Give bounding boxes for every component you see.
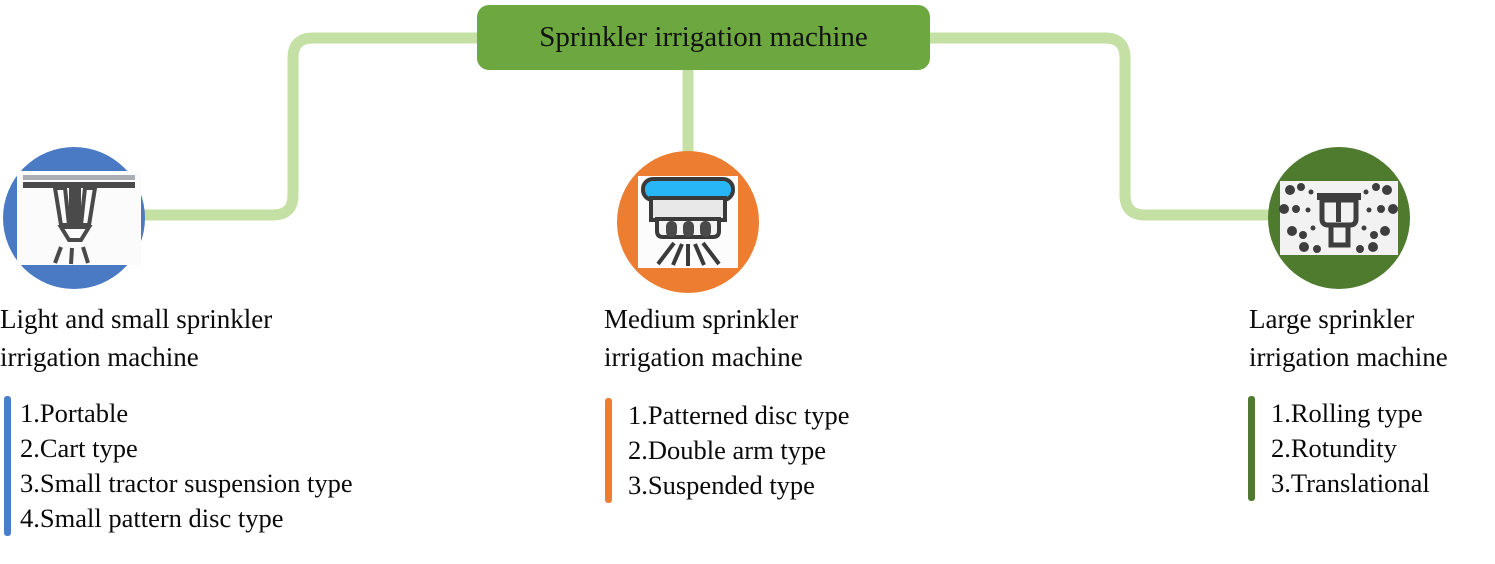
- branch-light-and-small: Light and small sprinkler irrigation mac…: [0, 0, 470, 564]
- list-item[interactable]: 3.Translational: [1271, 467, 1430, 498]
- list-item[interactable]: 2.Cart type: [20, 432, 138, 463]
- icon-circle-light-and-small[interactable]: [3, 147, 145, 289]
- list-items-light-and-small: 1.Portable 2.Cart type 3.Small tractor s…: [11, 396, 353, 536]
- list-accent-bar-blue: [4, 396, 11, 536]
- branch-list-medium: 1.Patterned disc type 2.Double arm type …: [605, 398, 945, 503]
- list-accent-bar-green: [1248, 396, 1255, 501]
- list-items-medium: 1.Patterned disc type 2.Double arm type …: [612, 398, 850, 503]
- list-item[interactable]: 4.Small pattern disc type: [20, 502, 284, 533]
- list-item[interactable]: 1.Portable: [20, 398, 129, 428]
- sprinkler-head-spray-icon: [638, 176, 738, 268]
- list-item[interactable]: 3.Suspended type: [628, 469, 815, 500]
- branch-medium: Medium sprinkler irrigation machine 1.Pa…: [600, 0, 960, 564]
- list-item[interactable]: 2.Rotundity: [1271, 432, 1397, 463]
- overhead-sprinkler-nozzle-icon: [17, 171, 141, 265]
- list-item[interactable]: 3.Small tractor suspension type: [20, 467, 353, 498]
- branch-title-light-and-small: Light and small sprinkler irrigation mac…: [0, 304, 273, 373]
- branch-large: Large sprinkler irrigation machine 1.Rol…: [1240, 0, 1495, 564]
- list-items-large: 1.Rolling type 2.Rotundity 3.Translation…: [1255, 396, 1430, 501]
- icon-circle-large[interactable]: [1268, 147, 1410, 289]
- connector-right: [924, 32, 1274, 221]
- branch-list-large: 1.Rolling type 2.Rotundity 3.Translation…: [1248, 396, 1495, 501]
- list-item[interactable]: 1.Patterned disc type: [628, 400, 850, 430]
- branch-title-medium: Medium sprinkler irrigation machine: [604, 304, 803, 373]
- rotating-sprinkler-droplets-icon: [1279, 181, 1398, 255]
- list-accent-bar-orange: [605, 398, 612, 503]
- list-item[interactable]: 1.Rolling type: [1271, 398, 1423, 428]
- root-node-sprinkler-irrigation-machine[interactable]: Sprinkler irrigation machine: [477, 5, 930, 70]
- branch-title-large: Large sprinkler irrigation machine: [1249, 304, 1448, 373]
- list-item[interactable]: 2.Double arm type: [628, 434, 826, 465]
- icon-circle-medium[interactable]: [617, 151, 759, 293]
- root-node-label: Sprinkler irrigation machine: [539, 21, 868, 53]
- branch-list-light-and-small: 1.Portable 2.Cart type 3.Small tractor s…: [4, 396, 464, 536]
